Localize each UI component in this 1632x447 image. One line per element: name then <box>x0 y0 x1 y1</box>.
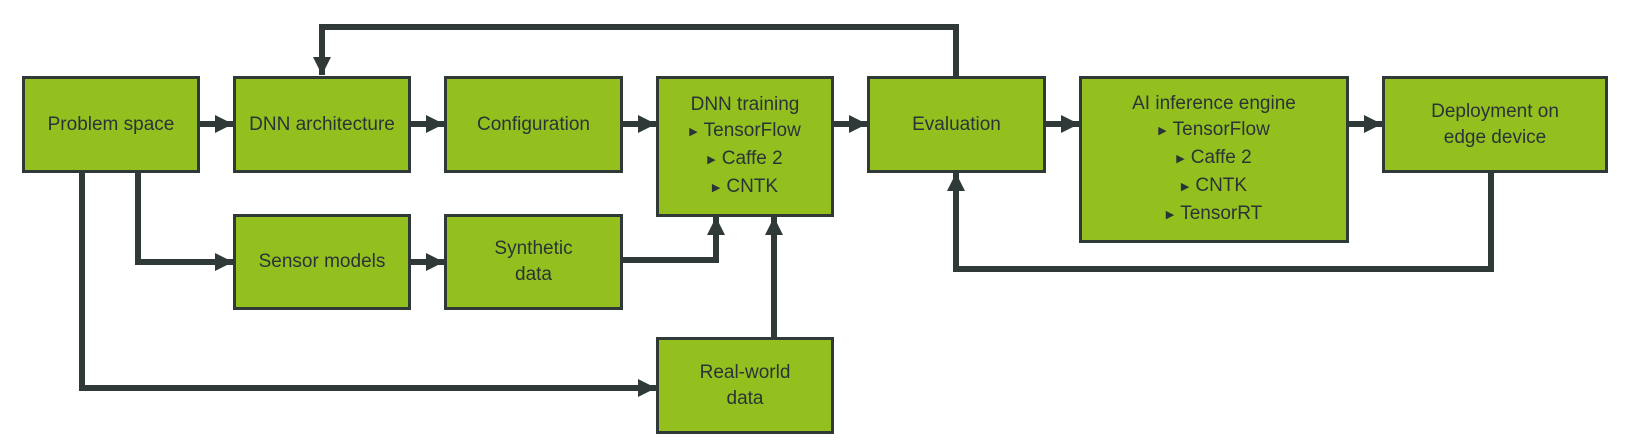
edge-deployment-to-evaluation <box>947 172 1494 272</box>
synthetic-data-node: Synthetic data <box>444 214 623 310</box>
dnn-training-item-label: CNTK <box>726 175 779 197</box>
dnn-architecture-node: DNN architecture <box>233 76 411 173</box>
deployment-label-line-2: edge device <box>1443 126 1547 148</box>
ai-inference-engine-item-label: TensorFlow <box>1172 118 1270 140</box>
sensor-models-node: Sensor models <box>233 214 411 310</box>
real-world-data-label-line-2: data <box>726 387 764 409</box>
sensor-models-label: Sensor models <box>258 251 386 272</box>
dnn-architecture-label: DNN architecture <box>249 113 395 135</box>
problem-space-label: Problem space <box>47 113 175 135</box>
edge-evaluation-to-dnn-architecture <box>313 24 959 76</box>
edge-problem-space-to-sensor-models <box>135 172 233 271</box>
ai-inference-engine-item: ▶ TensorFlow <box>1158 117 1270 145</box>
dnn-training-item: ▶ TensorFlow <box>689 118 801 146</box>
configuration-label: Configuration <box>476 113 591 135</box>
real-world-data-label-line-1: Real-world <box>699 361 791 383</box>
dnn-training-label: DNN training <box>690 93 800 115</box>
dnn-training-item-label: Caffe 2 <box>721 147 783 169</box>
evaluation-node: Evaluation <box>867 76 1046 173</box>
ai-inference-engine-item-label: CNTK <box>1195 174 1248 196</box>
right-triangle-icon: ▶ <box>707 153 716 166</box>
right-triangle-icon: ▶ <box>1165 208 1175 221</box>
right-triangle-icon: ▶ <box>1158 124 1167 137</box>
dnn-training-item: ▶ Caffe 2 <box>707 146 782 174</box>
right-triangle-icon: ▶ <box>689 125 698 138</box>
dnn-training-item-label: TensorFlow <box>703 119 801 141</box>
real-world-data-node: Real-world data <box>656 337 834 434</box>
ai-inference-engine-label: AI inference engine <box>1132 92 1296 114</box>
ai-inference-engine-item: ▶ CNTK <box>1181 173 1247 201</box>
right-triangle-icon: ▶ <box>1180 180 1190 193</box>
ai-inference-engine-item-label: Caffe 2 <box>1190 146 1252 168</box>
edge-problem-space-to-real-world-data <box>79 172 656 397</box>
deployment-label-line-1: Deployment on <box>1431 100 1559 122</box>
dnn-training-item: ▶ CNTK <box>712 174 778 202</box>
dnn-training-node: DNN training ▶TensorFlow ▶Caffe 2 ▶CNTK <box>656 76 834 217</box>
ai-inference-engine-node: AI inference engine ▶TensorFlow ▶Caffe 2… <box>1079 76 1349 243</box>
ai-inference-engine-item: ▶ Caffe 2 <box>1176 145 1251 173</box>
synthetic-data-label-line-1: Synthetic <box>494 238 573 259</box>
configuration-node: Configuration <box>444 76 623 173</box>
synthetic-data-label-line-2: data <box>515 264 552 285</box>
edge-synthetic-data-to-dnn-training <box>622 217 725 263</box>
right-triangle-icon: ▶ <box>711 181 721 194</box>
right-triangle-icon: ▶ <box>1176 152 1185 165</box>
ai-inference-engine-item: ▶ TensorRT <box>1166 201 1262 229</box>
ai-inference-engine-item-label: TensorRT <box>1180 202 1263 224</box>
problem-space-node: Problem space <box>22 76 200 173</box>
deployment-node: Deployment on edge device <box>1382 76 1608 173</box>
evaluation-label: Evaluation <box>912 113 1001 135</box>
